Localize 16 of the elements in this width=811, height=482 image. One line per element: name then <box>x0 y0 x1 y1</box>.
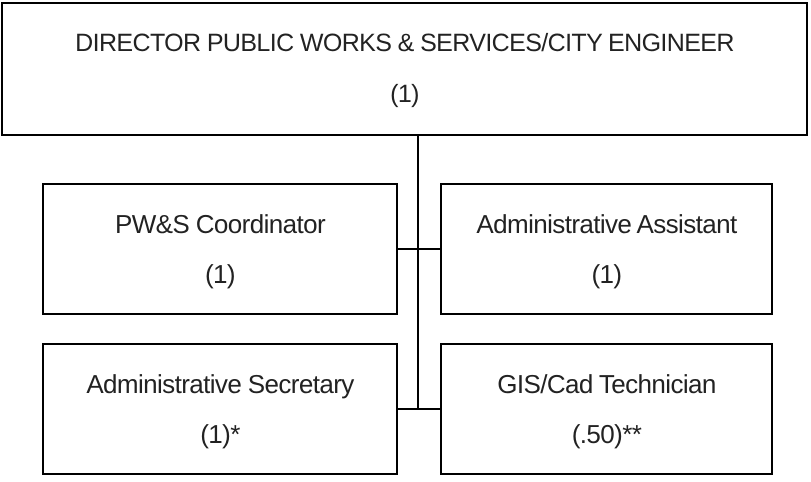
position-title: GIS/Cad Technician <box>497 368 716 400</box>
position-title: PW&S Coordinator <box>114 208 326 240</box>
position-box <box>440 343 773 475</box>
position-count: (1) <box>592 258 622 290</box>
position-count: (.50)** <box>572 418 642 450</box>
position-title: Administrative Secretary <box>86 368 354 400</box>
position-box <box>1 2 808 136</box>
position-title: DIRECTOR PUBLIC WORKS & SERVICES/CITY ENGINEER <box>75 29 734 58</box>
position-count: (1)* <box>200 418 240 450</box>
position-box <box>440 183 773 315</box>
position-count: (1) <box>205 258 235 290</box>
position-box <box>42 183 398 315</box>
position-title: Administrative Assistant <box>476 208 737 240</box>
position-count: (1) <box>390 80 419 109</box>
connector-line <box>417 136 440 410</box>
position-box <box>42 343 398 475</box>
